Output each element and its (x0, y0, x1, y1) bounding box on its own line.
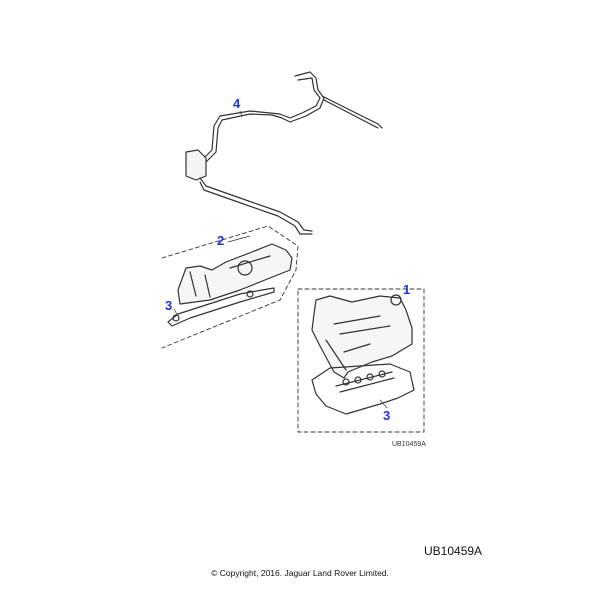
right-cover-gasket (311, 363, 415, 415)
callout-2[interactable]: 2 (217, 233, 225, 248)
callout-1[interactable]: 1 (403, 282, 411, 297)
copyright-notice: © Copyright, 2016. Jaguar Land Rover Lim… (211, 568, 389, 578)
left-cover-gasket (167, 287, 275, 327)
illustration-code: UB10459A (424, 544, 483, 558)
callout-4[interactable]: 4 (233, 96, 241, 111)
left-group-outline (161, 225, 299, 349)
callout-3-right[interactable]: 3 (383, 408, 391, 423)
right-group-outline (297, 288, 425, 433)
left-camshaft-cover (177, 243, 293, 305)
hose-assembly (185, 71, 383, 235)
illustration-code-small: UB10459A (392, 441, 426, 448)
callout-3-left[interactable]: 3 (165, 298, 173, 313)
right-camshaft-cover (311, 294, 413, 379)
